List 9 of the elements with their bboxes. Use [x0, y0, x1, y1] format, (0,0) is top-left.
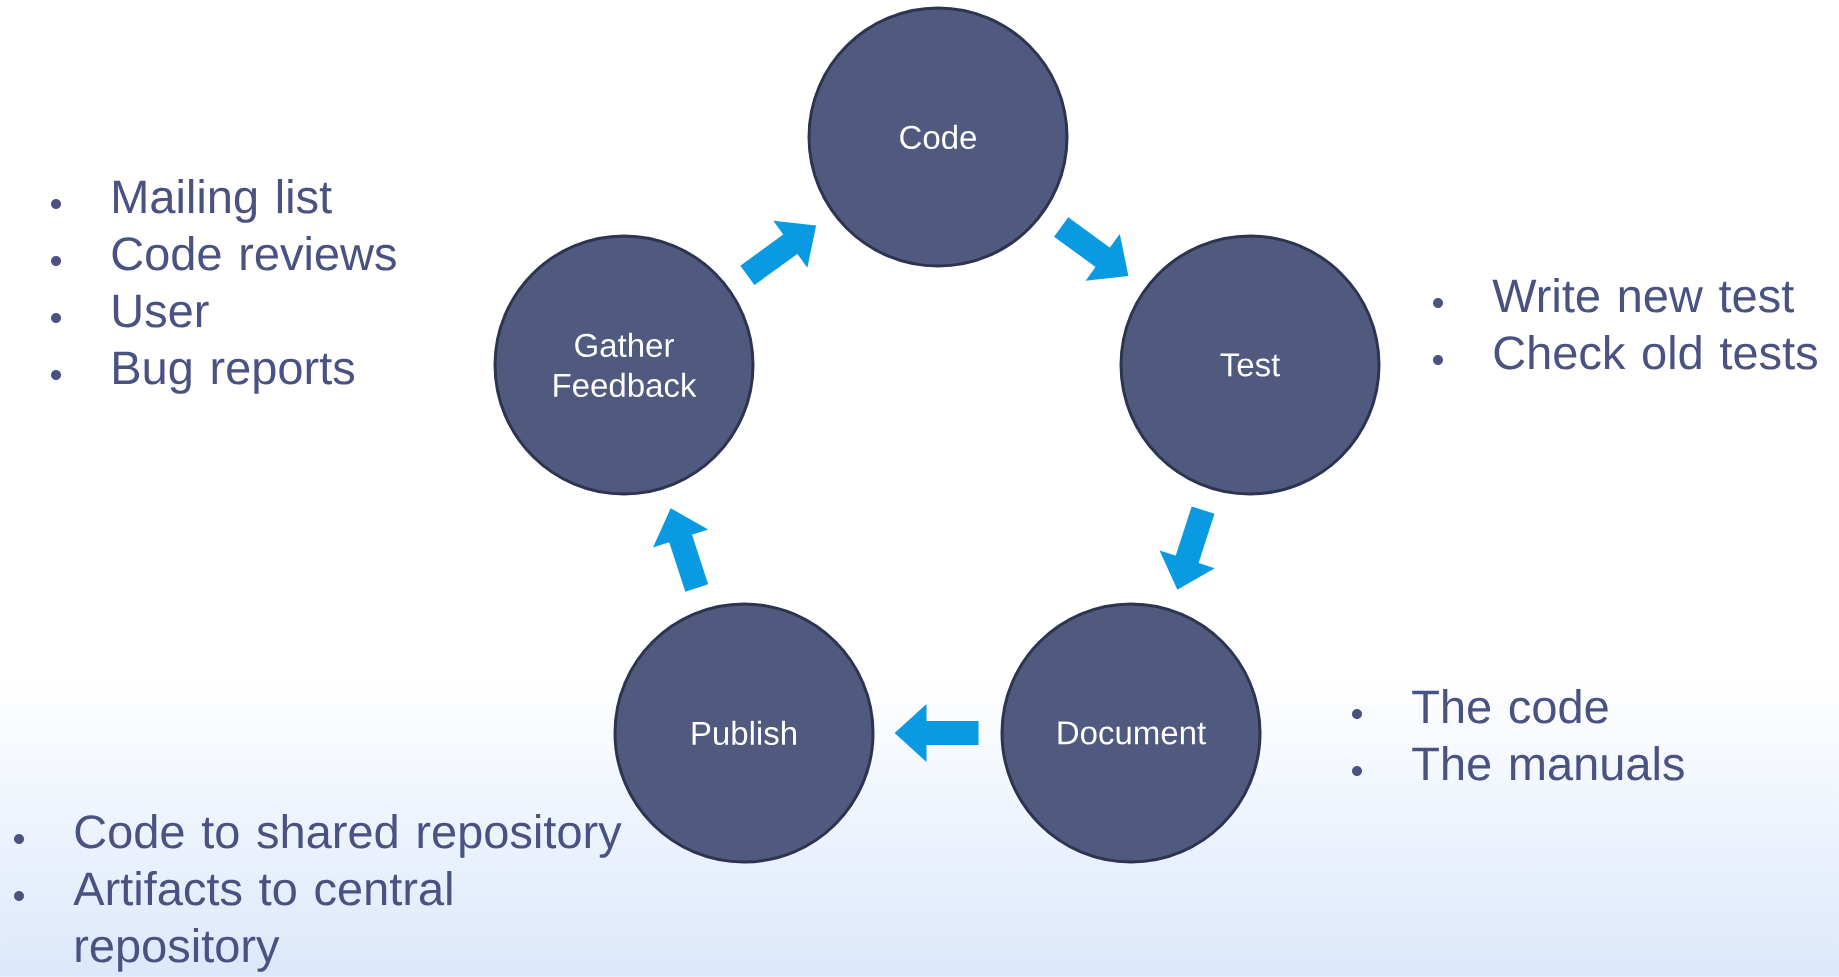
list-item: The code [1412, 689, 1608, 724]
list-item: The manuals [1412, 746, 1684, 781]
list-item: Check old tests [1494, 335, 1817, 370]
list-item: Code reviews [112, 236, 396, 271]
list-item: Bug reports [114, 351, 355, 394]
list-item: Artifacts to central repository [73, 871, 452, 972]
list-item: Mailing list [114, 179, 332, 223]
list-item: User [113, 294, 209, 328]
list-item: Write new test [1492, 278, 1794, 313]
